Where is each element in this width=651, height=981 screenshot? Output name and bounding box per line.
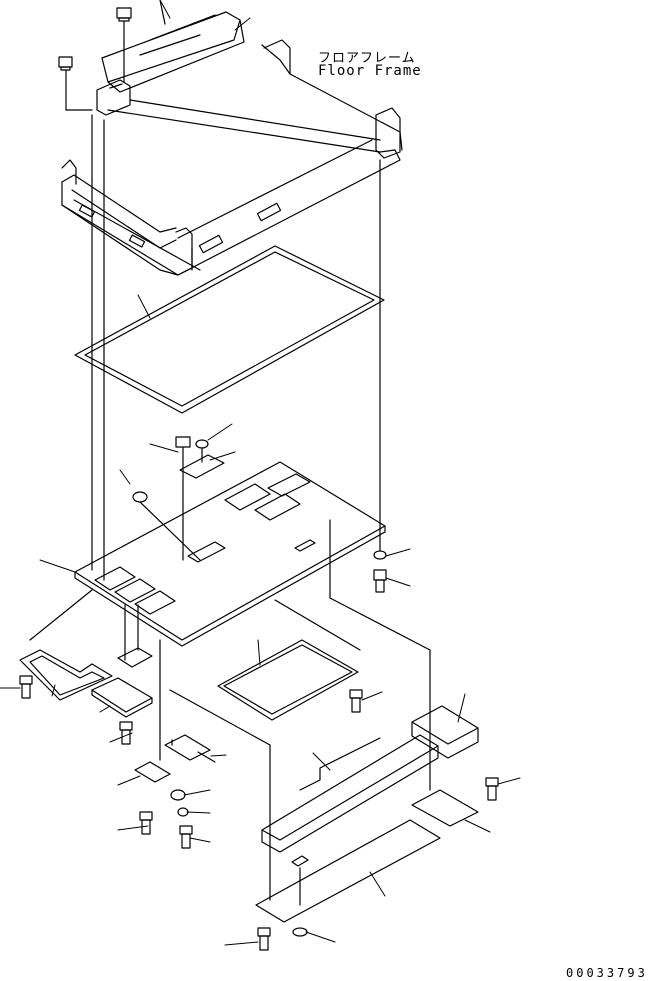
floor-gasket [74, 245, 385, 414]
drawing-number: 00033793 [566, 966, 648, 980]
left-bolt-3 [139, 811, 153, 835]
right-washer-bolt [373, 159, 387, 593]
floor-plate [74, 461, 386, 647]
small-cover-plate [132, 436, 225, 561]
left-l-plate [19, 649, 113, 701]
floor-frame-label-english: Floor Frame [318, 63, 422, 79]
floor-frame [61, 39, 403, 276]
lower-bracket-a [164, 734, 216, 763]
small-bracket-1 [91, 677, 153, 718]
top-bolt-1 [116, 7, 132, 83]
bottom-bolt [257, 927, 271, 951]
center-panel [217, 639, 363, 721]
assembly-lines [29, 114, 431, 901]
long-cover-bar [261, 734, 439, 853]
pad-block [411, 705, 479, 759]
top-support-bracket [101, 0, 245, 93]
center-bolt [179, 825, 193, 849]
left-bolt-1 [19, 675, 33, 699]
small-bracket-2 [117, 604, 153, 668]
right-bolt [485, 777, 499, 801]
bottom-long-plate [255, 819, 441, 923]
floor-frame-label-japanese: フロアフレーム [318, 51, 416, 66]
lower-bracket-b [134, 761, 171, 783]
right-small-plate [411, 789, 479, 827]
left-bolt-2 [119, 721, 133, 745]
top-bolt-2 [58, 56, 93, 111]
bottom-washer [292, 927, 308, 937]
grommet-parts [170, 789, 189, 817]
leader-lines [0, 0, 521, 946]
